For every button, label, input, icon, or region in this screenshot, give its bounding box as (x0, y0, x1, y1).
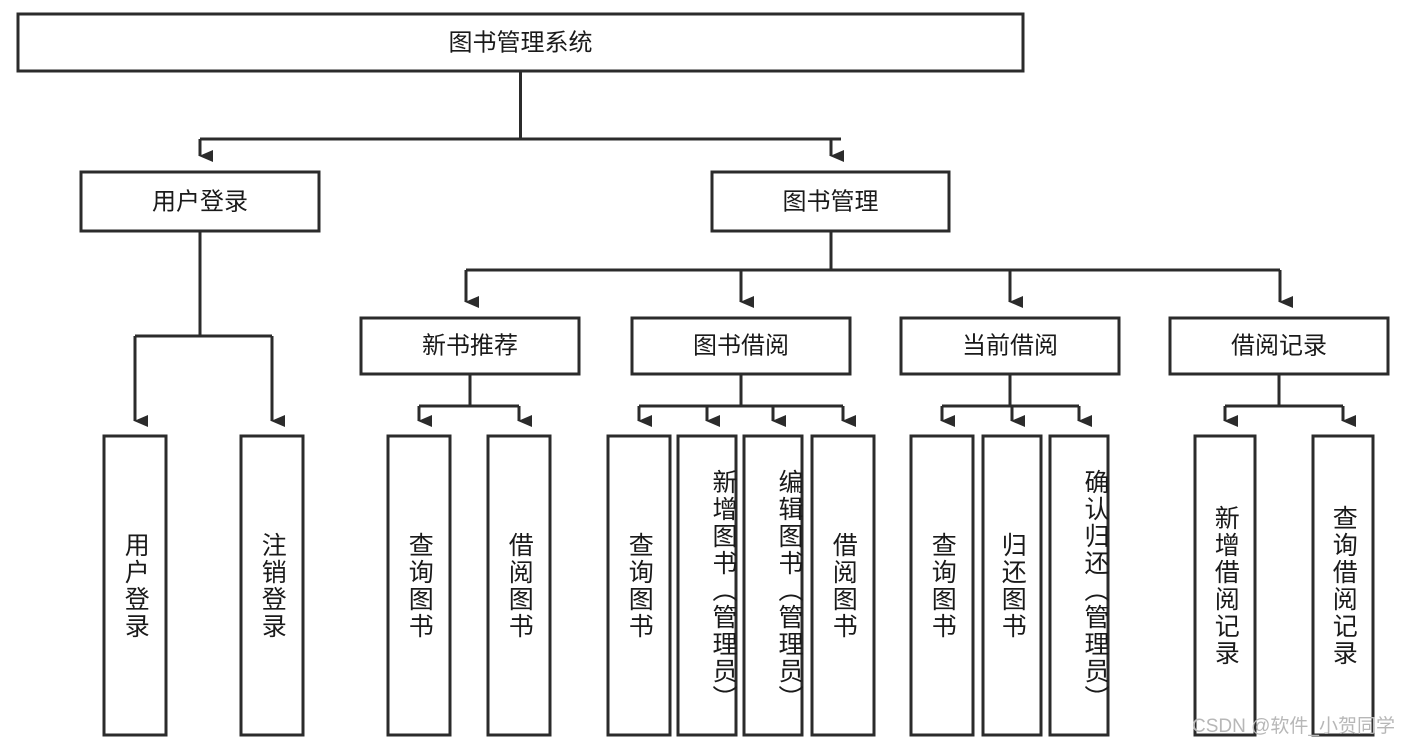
node-root-label: 图书管理系统 (449, 29, 593, 56)
leaf-box-query-book-rec[interactable] (386, 434, 452, 737)
node-borrow-record[interactable]: 借阅记录 (1168, 316, 1390, 376)
node-book-manage[interactable]: 图书管理 (710, 170, 951, 233)
node-book-borrow[interactable]: 图书借阅 (630, 316, 852, 376)
leaf-box-query-book-cur[interactable] (909, 434, 975, 737)
node-user-login[interactable]: 用户登录 (79, 170, 321, 233)
node-book-manage-label: 图书管理 (783, 188, 879, 215)
node-borrow-record-label: 借阅记录 (1231, 332, 1327, 359)
leaf-box-query-book-borrow[interactable] (606, 434, 672, 737)
node-current-borrow-label: 当前借阅 (962, 332, 1058, 359)
leaf-box-add-borrow-record[interactable] (1193, 434, 1257, 737)
leaf-box-borrow-book-rec[interactable] (486, 434, 552, 737)
leaf-box-add-book-admin[interactable] (676, 434, 738, 737)
node-book-borrow-label: 图书借阅 (693, 332, 789, 359)
watermark-text: CSDN @软件_小贺同学 (1192, 716, 1395, 737)
node-user-login-label: 用户登录 (152, 188, 248, 215)
nodes-leaf (102, 434, 1375, 737)
nodes-horizontal: 图书管理系统 用户登录 图书管理 新书推荐 图书借阅 当前借阅 (16, 12, 1390, 376)
leaf-box-logout[interactable] (239, 434, 305, 737)
node-current-borrow[interactable]: 当前借阅 (899, 316, 1121, 376)
leaf-box-query-borrow-record[interactable] (1311, 434, 1375, 737)
leaf-box-user-login[interactable] (102, 434, 168, 737)
node-root[interactable]: 图书管理系统 (16, 12, 1025, 73)
node-new-book-recommend[interactable]: 新书推荐 (359, 316, 581, 376)
leaf-box-confirm-return-admin[interactable] (1048, 434, 1110, 737)
connectors (133, 71, 1356, 427)
leaf-box-borrow-book[interactable] (810, 434, 876, 737)
leaf-box-edit-book-admin[interactable] (742, 434, 804, 737)
node-new-book-recommend-label: 新书推荐 (422, 332, 518, 359)
leaf-box-return-book[interactable] (981, 434, 1043, 737)
